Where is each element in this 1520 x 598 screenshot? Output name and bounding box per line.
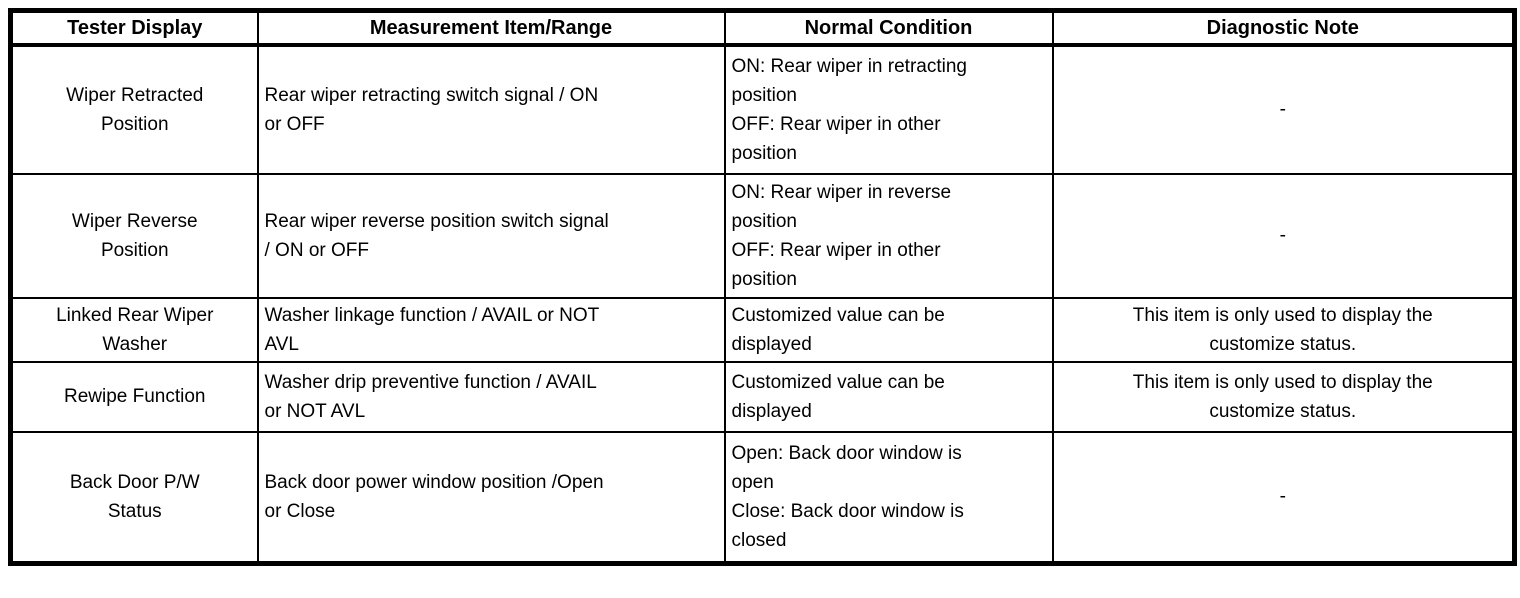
- cell-measurement-item: Back door power window position /Open or…: [256, 430, 726, 565]
- cell-measurement-item: Washer linkage function / AVAIL or NOT A…: [256, 296, 726, 363]
- cell-measurement-item: Rear wiper reverse position switch signa…: [256, 172, 726, 299]
- cell-tester-display: Wiper Reverse Position: [9, 172, 259, 299]
- cell-tester-display: Wiper Retracted Position: [9, 43, 259, 175]
- diagnostic-data-table: Tester Display Measurement Item/Range No…: [8, 8, 1517, 566]
- cell-normal-condition: Open: Back door window is open Close: Ba…: [723, 430, 1054, 565]
- column-header-measurement-item-range: Measurement Item/Range: [256, 9, 726, 47]
- table-row: Wiper Reverse Position Rear wiper revers…: [9, 172, 1516, 299]
- header-row: Tester Display Measurement Item/Range No…: [9, 9, 1516, 47]
- cell-tester-display: Rewipe Function: [9, 360, 259, 433]
- cell-measurement-item: Washer drip preventive function / AVAIL …: [256, 360, 726, 433]
- cell-diagnostic-note: This item is only used to display the cu…: [1051, 360, 1516, 433]
- cell-normal-condition: Customized value can be displayed: [723, 296, 1054, 363]
- cell-tester-display: Linked Rear Wiper Washer: [9, 296, 259, 363]
- table-row: Wiper Retracted Position Rear wiper retr…: [9, 43, 1516, 175]
- cell-diagnostic-note: This item is only used to display the cu…: [1051, 296, 1516, 363]
- cell-diagnostic-note: -: [1051, 172, 1516, 299]
- column-header-tester-display: Tester Display: [9, 9, 259, 47]
- cell-normal-condition: ON: Rear wiper in reverse position OFF: …: [723, 172, 1054, 299]
- cell-normal-condition: Customized value can be displayed: [723, 360, 1054, 433]
- cell-normal-condition: ON: Rear wiper in retracting position OF…: [723, 43, 1054, 175]
- table-row: Linked Rear Wiper Washer Washer linkage …: [9, 296, 1516, 363]
- table-row: Rewipe Function Washer drip preventive f…: [9, 360, 1516, 433]
- table-row: Back Door P/W Status Back door power win…: [9, 430, 1516, 565]
- column-header-normal-condition: Normal Condition: [723, 9, 1054, 47]
- column-header-diagnostic-note: Diagnostic Note: [1051, 9, 1516, 47]
- cell-measurement-item: Rear wiper retracting switch signal / ON…: [256, 43, 726, 175]
- cell-diagnostic-note: -: [1051, 430, 1516, 565]
- cell-diagnostic-note: -: [1051, 43, 1516, 175]
- cell-tester-display: Back Door P/W Status: [9, 430, 259, 565]
